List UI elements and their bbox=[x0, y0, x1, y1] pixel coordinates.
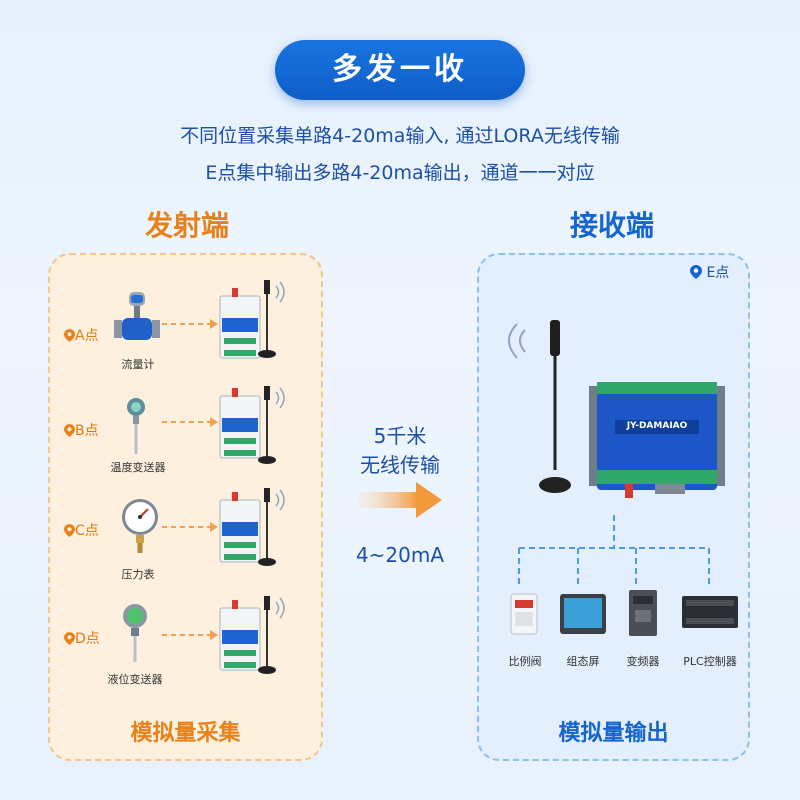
receiver-panel: 模拟量输出 bbox=[477, 253, 750, 761]
location-pin-icon bbox=[64, 524, 75, 537]
sender-panel: 模拟量采集 bbox=[48, 253, 323, 761]
location-pin-icon bbox=[690, 265, 702, 279]
subtitle-line-1: 不同位置采集单路4-20ma输入, 通过LORA无线传输 bbox=[180, 125, 620, 147]
device-label-hmi: 组态屏 bbox=[566, 655, 600, 668]
location-pin-icon bbox=[64, 632, 75, 645]
point-label-d: D点 bbox=[64, 628, 100, 648]
page-title: 多发一收 bbox=[275, 40, 525, 100]
point-label-c: C点 bbox=[64, 520, 99, 540]
receiver-title: 接收端 bbox=[569, 209, 654, 242]
flowmeter-icon bbox=[114, 292, 160, 340]
hmi-screen-icon bbox=[560, 594, 606, 634]
e-point-label: E点 bbox=[690, 262, 729, 282]
transmission-arrow-icon bbox=[358, 482, 442, 518]
device-label-plc: PLC控制器 bbox=[683, 655, 737, 668]
sender-modules-graphic bbox=[162, 279, 285, 675]
inverter-icon bbox=[629, 590, 657, 636]
sensor-label-flowmeter: 流量计 bbox=[121, 358, 155, 371]
device-model-label: JY-DAMAIAO bbox=[626, 421, 688, 431]
receiver-device-graphic bbox=[508, 320, 725, 498]
distance-text: 5千米 bbox=[373, 424, 427, 448]
point-label-a: A点 bbox=[64, 325, 99, 345]
plc-controller-icon bbox=[682, 596, 738, 628]
arrow-a bbox=[162, 323, 210, 636]
wireless-text: 无线传输 bbox=[360, 453, 440, 477]
signal-text: 4~20mA bbox=[355, 543, 445, 567]
point-text: D点 bbox=[75, 631, 100, 647]
distribution-lines bbox=[518, 515, 710, 585]
device-label-valve: 比例阀 bbox=[508, 655, 542, 668]
temperature-transmitter-icon bbox=[127, 398, 145, 454]
subtitle-line-2: E点集中输出多路4-20ma输出，通道一一对应 bbox=[205, 162, 595, 184]
sender-title: 发射端 bbox=[144, 209, 229, 242]
pressure-gauge-icon bbox=[122, 499, 158, 553]
receiver-caption: 模拟量输出 bbox=[558, 721, 669, 746]
sensor-label-level: 液位变送器 bbox=[107, 673, 163, 686]
proportional-valve-icon bbox=[510, 593, 538, 635]
point-text: C点 bbox=[75, 523, 99, 539]
sensor-label-temperature: 温度变送器 bbox=[110, 461, 166, 474]
location-pin-icon bbox=[64, 329, 75, 342]
point-text: B点 bbox=[75, 423, 99, 439]
sender-caption: 模拟量采集 bbox=[130, 721, 241, 746]
e-point-text: E点 bbox=[706, 265, 730, 281]
location-pin-icon bbox=[64, 424, 75, 437]
device-label-inverter: 变频器 bbox=[626, 655, 660, 668]
point-label-b: B点 bbox=[64, 420, 99, 440]
level-transmitter-icon bbox=[123, 604, 147, 662]
point-text: A点 bbox=[75, 328, 99, 344]
sensor-label-pressure: 压力表 bbox=[121, 568, 155, 581]
